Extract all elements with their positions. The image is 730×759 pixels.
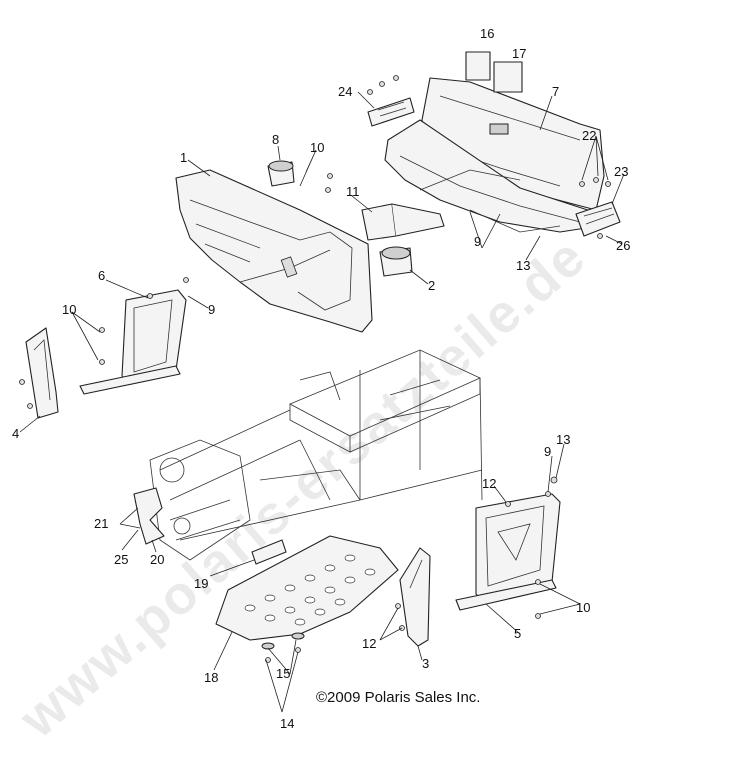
chassis-frame [149, 349, 483, 561]
callout-16: 16 [480, 26, 494, 41]
callout-5: 5 [514, 626, 521, 641]
callout-19: 19 [194, 576, 208, 591]
callout-15: 15 [276, 666, 290, 681]
floor-plate-holes [244, 554, 376, 626]
part-18-floor-plate [215, 535, 399, 650]
callout-11: 11 [346, 184, 360, 199]
callout-1: 1 [180, 150, 187, 165]
callout-17: 17 [512, 46, 526, 61]
part-19-sensor [251, 539, 287, 565]
part-16-label [465, 51, 491, 81]
part-1-front-panel [175, 169, 373, 333]
part-8-cup-holder [267, 160, 295, 187]
callout-25: 25 [114, 552, 128, 567]
part-23-bracket [575, 201, 621, 237]
callout-9c: 9 [544, 444, 551, 459]
copyright-notice: ©2009 Polaris Sales Inc. [316, 689, 480, 706]
callout-6: 6 [98, 268, 105, 283]
callout-numbers: 1 8 10 11 2 6 9 10 4 16 17 7 24 22 23 26… [12, 26, 630, 731]
part-7-rear-panel [384, 77, 613, 233]
callout-10c: 10 [576, 600, 590, 615]
callout-4: 4 [12, 426, 19, 441]
fasteners-lower [19, 277, 558, 663]
callout-14: 14 [280, 716, 294, 731]
callout-8: 8 [272, 132, 279, 147]
callout-3: 3 [422, 656, 429, 671]
callout-13b: 13 [556, 432, 570, 447]
callout-18: 18 [204, 670, 218, 685]
callout-10b: 10 [62, 302, 76, 317]
callout-23: 23 [614, 164, 628, 179]
callout-9a: 9 [208, 302, 215, 317]
part-3-right-pillar [399, 547, 431, 647]
callout-22: 22 [582, 128, 596, 143]
part-24-switch-bracket [367, 75, 415, 127]
callout-12a: 12 [482, 476, 496, 491]
part-2-cup-holder [379, 246, 413, 277]
callout-24: 24 [338, 84, 352, 99]
part-6-left-side-panel [79, 289, 187, 395]
callout-21: 21 [94, 516, 108, 531]
callout-13a: 13 [516, 258, 530, 273]
part-5-right-side-panel [455, 493, 561, 611]
callout-12b: 12 [362, 636, 376, 651]
callout-20: 20 [150, 552, 164, 567]
leader-lines [19, 91, 625, 713]
callout-26: 26 [616, 238, 630, 253]
part-11-bracket [361, 203, 445, 241]
part-17-label [493, 61, 523, 93]
callout-10a: 10 [310, 140, 324, 155]
fasteners-top [325, 173, 611, 239]
callout-7: 7 [552, 84, 559, 99]
part-20-heat-shield [133, 487, 165, 545]
part-4-left-pillar [25, 327, 59, 419]
callout-9b: 9 [474, 234, 481, 249]
callout-2: 2 [428, 278, 435, 293]
